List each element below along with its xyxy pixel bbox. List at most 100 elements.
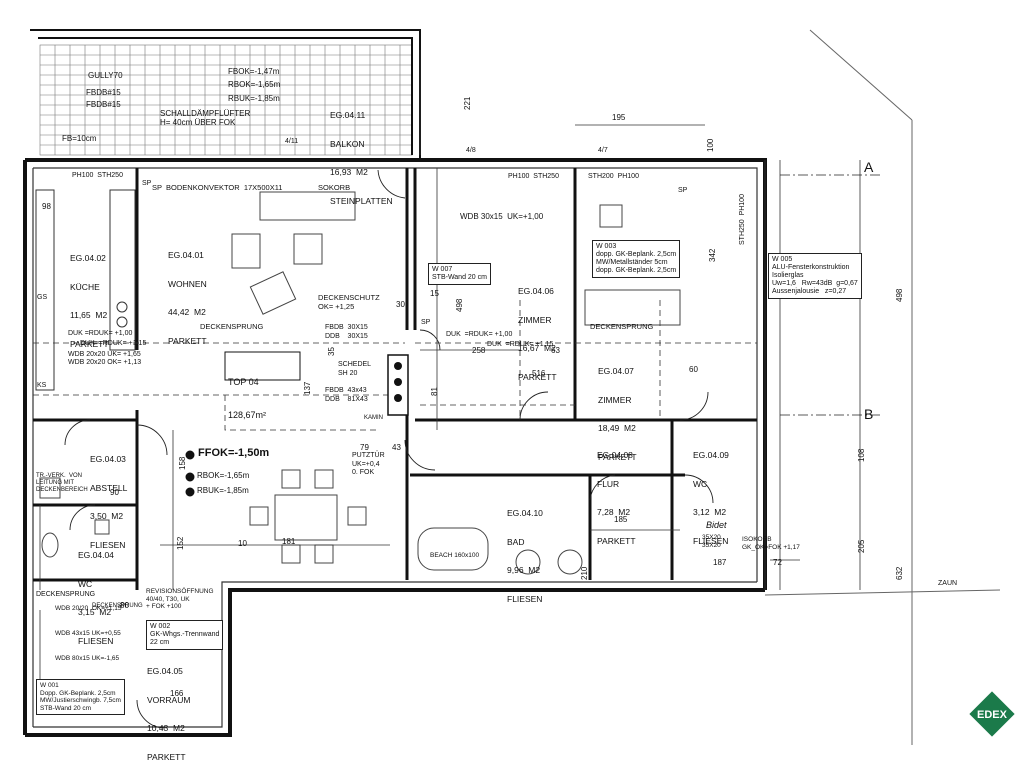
dim-90: 90 bbox=[110, 488, 119, 497]
level-markers bbox=[185, 450, 195, 497]
room-area: 16,93 M2 bbox=[330, 167, 368, 177]
balcony-rbuk: RBUK=-1,85m bbox=[228, 94, 280, 103]
dim-498-right: 498 bbox=[895, 288, 904, 302]
axis-b-label: B bbox=[864, 406, 874, 422]
dim-152: 152 bbox=[176, 536, 185, 550]
balcony-rbok: RBOK=-1,65m bbox=[228, 80, 281, 89]
note-w007: W 007 STB-Wand 20 cm bbox=[428, 263, 491, 285]
dim-4-7: 4/7 bbox=[598, 147, 608, 154]
kitchen-counter bbox=[35, 189, 136, 391]
floor-level: FFOK=-1,50m bbox=[198, 447, 270, 459]
dim-10: 10 bbox=[238, 539, 247, 548]
note-ph100-a: PH100 STH250 bbox=[72, 172, 123, 179]
room-name: WC bbox=[78, 578, 93, 589]
room-id: EG.04.09 bbox=[693, 450, 729, 460]
room-floor: PARKETT bbox=[598, 451, 637, 462]
balcony-gully: GULLY70 bbox=[88, 71, 123, 80]
note-98: 98 bbox=[42, 202, 51, 211]
room-name: KÜCHE bbox=[70, 281, 100, 292]
apartment-area: 128,67m² bbox=[228, 410, 267, 420]
note-w005: W 005 ALU-Fensterkonstruktion Isoliergla… bbox=[768, 253, 862, 299]
room-area: 7,28 M2 bbox=[597, 507, 631, 517]
room-bath: EG.04.10 BAD 9,96 M2 FLIESEN bbox=[507, 490, 543, 614]
note-w001: W 001 Dopp. GK-Beplank. 2,5cm MW/Justier… bbox=[36, 679, 125, 715]
room-box-top bbox=[224, 351, 301, 381]
note-ks: KS bbox=[37, 382, 47, 389]
room-id: EG.04.01 bbox=[168, 250, 204, 260]
room-area: 44,42 M2 bbox=[168, 307, 206, 317]
room-area: 11,65 M2 bbox=[70, 310, 108, 320]
dim-181: 181 bbox=[282, 537, 296, 546]
dim-498: 498 bbox=[455, 298, 464, 312]
room-name: ZIMMER bbox=[598, 394, 632, 405]
dim-72: 72 bbox=[773, 558, 782, 567]
dim-108: 108 bbox=[857, 448, 866, 462]
note-duk-1: DUK =RDUK= +1,00 bbox=[68, 330, 133, 337]
room-floor: PARKETT bbox=[70, 338, 109, 349]
note-gs: GS bbox=[37, 294, 48, 301]
dim-166: 166 bbox=[170, 689, 184, 698]
note-bodenkonvektor: SP BODENKONVEKTOR 17X500X11 bbox=[152, 183, 283, 192]
note-wdb-20x20: WDB 20x20 UK= +1,65 WDB 20x20 OK= +1,13 bbox=[68, 351, 142, 366]
room-area: 3,12 M2 bbox=[693, 507, 727, 517]
room-vorraum: EG.04.05 VORRAUM 10,43 M2 PARKETT bbox=[147, 648, 190, 772]
room-id: EG.04.06 bbox=[518, 286, 554, 296]
room-name: WOHNEN bbox=[168, 278, 207, 289]
room-name: VORRAUM bbox=[147, 694, 191, 705]
room-flur: EG.04.08 FLUR 7,28 M2 PARKETT bbox=[597, 432, 636, 556]
room-id: EG.04.02 bbox=[70, 253, 106, 263]
note-fbdb-30: FBDB 30X15 DDB 30X15 bbox=[325, 324, 368, 340]
room-id: EG.04.03 bbox=[90, 454, 126, 464]
room-area: 16,67 M2 bbox=[518, 343, 556, 353]
note-bathtub: BEACH 160x100 bbox=[430, 552, 480, 559]
dim-4-11: 4/11 bbox=[285, 138, 299, 145]
room-name: FLUR bbox=[597, 478, 620, 489]
room-storage: EG.04.03 ABSTELL 3,50 M2 FLIESEN bbox=[90, 436, 127, 560]
room-zimmer-06: EG.04.06 ZIMMER 16,67 M2 PARKETT bbox=[518, 268, 557, 392]
room-id: EG.04.08 bbox=[597, 450, 633, 460]
room-name: BAD bbox=[507, 536, 525, 547]
room-name: WC bbox=[693, 478, 708, 489]
dim-60: 60 bbox=[689, 365, 698, 374]
room-floor: PARKETT bbox=[147, 751, 186, 762]
grid-axis bbox=[780, 174, 880, 416]
room-living: EG.04.01 WOHNEN 44,42 M2 PARKETT bbox=[168, 232, 207, 356]
axis-a-label: A bbox=[864, 159, 874, 175]
apartment-summary: TOP 04 128,67m² bbox=[228, 355, 266, 432]
note-putztuer: PUTZTÜR UK=+0,4 0. FOK bbox=[352, 452, 385, 476]
room-id: EG.04.10 bbox=[507, 508, 543, 518]
note-sp-1: SP bbox=[142, 180, 152, 187]
dim-210: 210 bbox=[580, 566, 589, 580]
note-deckensprung-3: DECKENSPRUNG bbox=[36, 591, 96, 598]
rbok-level: RBOK=-1,65m bbox=[197, 471, 250, 480]
note-deckensprung-2: DECKENSPRUNG bbox=[590, 322, 654, 331]
note-wdb-43x15: WDB 43x15 UK=+0,55 bbox=[55, 630, 121, 637]
note-w003: W 003 dopp. GK-Beplank. 2,5cm MW/Metalls… bbox=[592, 240, 681, 278]
balcony-fbok: FBOK=-1,47m bbox=[228, 67, 280, 76]
room-floor: FLIESEN bbox=[90, 539, 126, 550]
note-sth-ph: STH250 PH100 bbox=[739, 194, 746, 245]
chimney bbox=[387, 354, 409, 416]
dim-221: 221 bbox=[463, 96, 472, 110]
note-sp-2: SP bbox=[421, 319, 431, 326]
note-deckensprung-4: DECKENSPRUNG bbox=[92, 603, 143, 609]
note-duk-2: DUK =RDUK= +1,15 bbox=[80, 340, 147, 347]
note-kamin: KAMIN bbox=[364, 415, 384, 421]
room-area: 18,49 M2 bbox=[598, 423, 636, 433]
balcony-fbdb-1: FBDB#15 bbox=[86, 88, 121, 97]
dim-516: 516 bbox=[532, 369, 546, 378]
rbuk-level: RBUK=-1,85m bbox=[197, 486, 249, 495]
dim-632: 632 bbox=[895, 566, 904, 580]
dim-258: 258 bbox=[472, 346, 486, 355]
dim-63: 63 bbox=[551, 346, 560, 355]
balcony-schalldaempfer: SCHALLDÄMPFLÜFTER H= 40cm ÜBER FOK bbox=[160, 109, 251, 127]
note-isokorb: ISOKORB GK_OK=FOK +1,17 bbox=[742, 536, 800, 551]
apartment-label: TOP 04 bbox=[228, 377, 259, 387]
note-deckenschutz: DECKENSCHUTZ OK= +1,25 bbox=[318, 293, 380, 311]
dashed-lines bbox=[33, 300, 757, 431]
floor-plan bbox=[23, 29, 1001, 745]
note-fbdb-43: FBDB 43x43 DDB 81X43 bbox=[325, 387, 368, 403]
dim-4-8: 4/8 bbox=[466, 147, 476, 154]
dim-195: 195 bbox=[612, 113, 626, 122]
note-duk-3: DUK =RDUK= +1,00 bbox=[446, 331, 513, 338]
